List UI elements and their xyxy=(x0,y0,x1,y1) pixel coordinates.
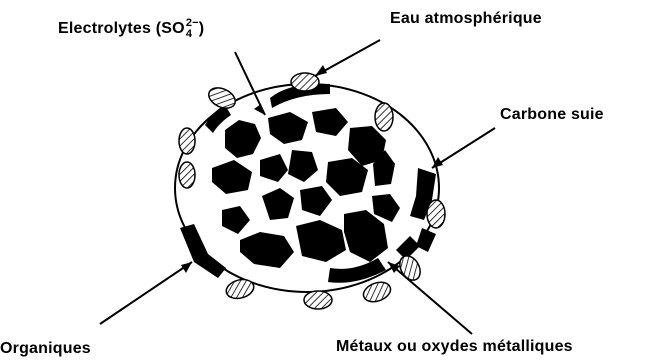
label-metaux: Métaux ou oxydes métalliques xyxy=(336,338,573,356)
water-droplet xyxy=(427,200,445,228)
label-carbone-suie: Carbone suie xyxy=(500,106,604,124)
water-droplet xyxy=(375,103,393,131)
leader-carbone xyxy=(432,128,495,168)
water-droplet xyxy=(179,128,195,154)
water-droplet xyxy=(179,162,195,188)
arrowhead-organiques xyxy=(181,262,192,273)
sulfate-subscript: 4 xyxy=(186,29,199,40)
label-electrolytes-text: Electrolytes xyxy=(58,20,151,37)
label-organiques: Organiques xyxy=(0,340,91,358)
label-electrolytes-close: ) xyxy=(199,20,205,37)
label-eau-atmospherique: Eau atmosphérique xyxy=(390,10,542,28)
water-droplet xyxy=(304,291,332,309)
arrowhead-eau xyxy=(315,65,327,76)
label-electrolytes-open: (SO xyxy=(156,20,185,37)
leader-organiques xyxy=(100,262,192,324)
sulfate-sub-sup: 2−4 xyxy=(186,18,199,40)
water-droplet xyxy=(361,279,393,305)
water-droplet xyxy=(291,73,319,91)
leader-metaux xyxy=(388,262,472,334)
